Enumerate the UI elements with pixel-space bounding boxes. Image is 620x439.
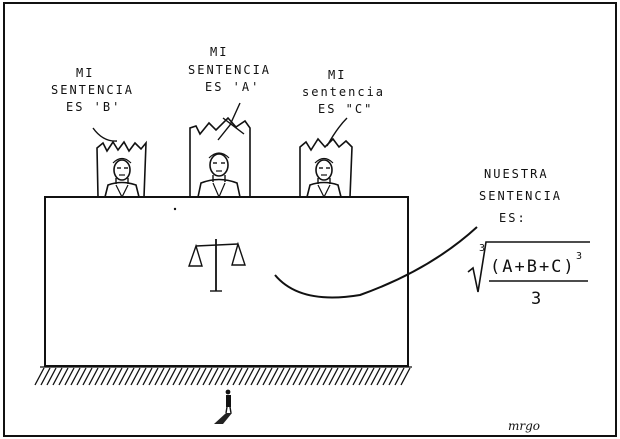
- verdict-connector-line: [274, 226, 478, 299]
- judge-c-robe-icon: [306, 181, 342, 198]
- formula-exponent: 3: [576, 251, 584, 262]
- judge-a-chair-icon: [189, 116, 251, 197]
- judge-a-speech: MI SENTENCIA ES 'A': [188, 45, 271, 94]
- scales-of-justice-icon: [188, 239, 246, 292]
- judge-b-speech-line1: MI: [76, 66, 94, 80]
- verdict-line2: SENTENCIA: [479, 189, 562, 203]
- judge-c-head-icon: [315, 159, 333, 181]
- judge-c-chair-icon: [299, 137, 353, 198]
- panel-frame: [3, 2, 617, 437]
- root-index: 3: [479, 243, 487, 254]
- floor-hatching: [34, 366, 412, 386]
- judge-c-speech-line3: ES "C": [318, 102, 373, 116]
- defendant-figure-icon: [214, 389, 232, 424]
- radical-sign-icon: [467, 241, 590, 293]
- judge-a-head-icon: [209, 153, 229, 177]
- verdict: NUESTRA SENTENCIA ES: 3 (A+B+C) 3 3: [467, 167, 590, 309]
- judges-bench: [44, 196, 478, 367]
- judge-b: [92, 127, 147, 199]
- judge-c: [299, 117, 353, 199]
- judge-a-speech-line: [217, 102, 241, 141]
- judge-b-chair-icon: [96, 140, 147, 198]
- judge-b-speech-line3: ES 'B': [66, 100, 121, 114]
- verdict-line1: NUESTRA: [484, 167, 549, 181]
- judge-a: [189, 102, 251, 199]
- judge-a-speech-line3: ES 'A': [205, 80, 260, 94]
- judge-c-speech-line: [326, 117, 348, 147]
- verdict-line3: ES:: [499, 211, 527, 225]
- judge-b-head-icon: [113, 159, 131, 181]
- judge-b-speech-line2: SENTENCIA: [51, 83, 134, 97]
- judge-b-speech-line: [92, 127, 118, 142]
- formula-denominator: 3: [531, 289, 543, 309]
- judge-b-speech: MI SENTENCIA ES 'B': [51, 66, 134, 114]
- judge-a-speech-line2: SENTENCIA: [188, 63, 271, 77]
- judge-c-speech-line1: MI: [328, 68, 346, 82]
- artist-signature: mrgo: [508, 419, 540, 433]
- bench-front: [44, 196, 409, 367]
- formula-numerator: (A+B+C): [490, 257, 576, 277]
- judge-c-speech: MI sentencia ES "C": [302, 68, 385, 116]
- judge-a-robe-icon: [197, 178, 241, 198]
- judge-b-robe-icon: [104, 181, 140, 198]
- judge-a-speech-line1: MI: [210, 45, 228, 59]
- judge-c-speech-line2: sentencia: [302, 85, 385, 99]
